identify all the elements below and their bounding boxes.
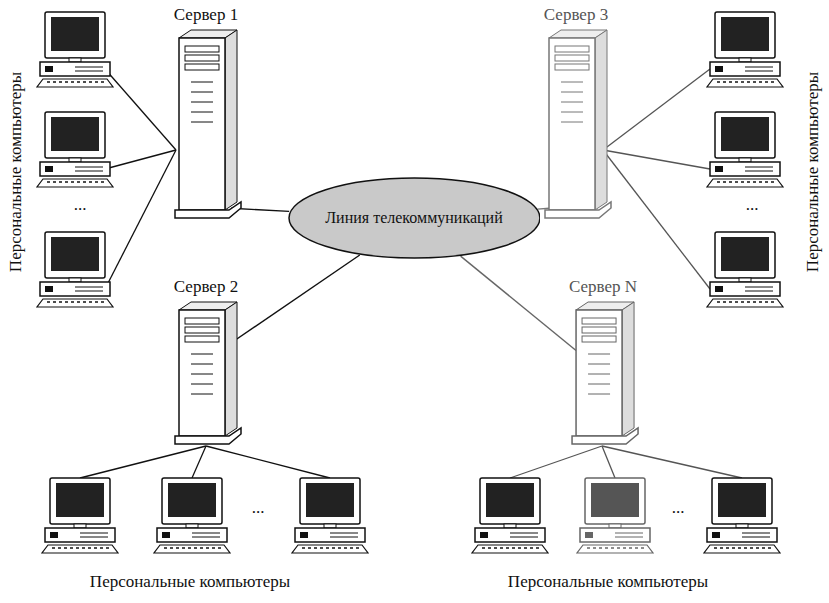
network-ellipse: Линия телекоммуникаций [288, 177, 541, 259]
personal-computer [37, 112, 113, 187]
personal-computer [704, 478, 780, 553]
group-label: Персональные компьютеры [804, 72, 823, 272]
server-label: Сервер 1 [170, 4, 242, 26]
personal-computer [472, 478, 548, 553]
ellipsis-mark: ... [74, 196, 87, 215]
network-wire [206, 446, 330, 478]
network-wire [603, 150, 710, 289]
network-link [231, 255, 360, 343]
node-text: Линия телекоммуникаций [315, 209, 512, 227]
server-node: Сервер N [566, 276, 640, 448]
ellipsis-mark: ... [252, 499, 265, 518]
network-wire [602, 446, 742, 478]
server-label: Сервер 2 [170, 276, 242, 298]
network-wire [603, 69, 710, 150]
server-tower [170, 26, 242, 222]
network-link [461, 256, 576, 350]
personal-computer [154, 478, 230, 553]
network-wire [80, 446, 206, 478]
server-node: Сервер 3 [540, 4, 612, 222]
network-wire [192, 446, 206, 478]
server-tower [170, 298, 242, 448]
personal-computer [577, 478, 653, 553]
server-label: Сервер N [566, 276, 640, 298]
network-wire [510, 446, 602, 478]
ellipsis-mark: ... [746, 196, 759, 215]
group-label: Персональные компьютеры [90, 573, 290, 592]
personal-computer [37, 12, 113, 87]
personal-computer [707, 232, 783, 307]
personal-computer [37, 232, 113, 307]
personal-computer [292, 478, 368, 553]
network-wire [105, 150, 176, 169]
server-node: Сервер 2 [170, 276, 242, 448]
group-label: Персональные компьютеры [508, 573, 708, 592]
server-label: Сервер 3 [540, 4, 612, 26]
personal-computer [42, 478, 118, 553]
network-wire [602, 446, 615, 478]
network-wire [603, 150, 710, 169]
personal-computer [707, 112, 783, 187]
personal-computer [707, 12, 783, 87]
server-tower [566, 298, 640, 448]
network-wire [105, 150, 176, 289]
ellipsis-mark: ... [672, 499, 685, 518]
group-label: Персональные компьютеры [7, 72, 26, 272]
server-tower [540, 26, 612, 222]
server-node: Сервер 1 [170, 4, 242, 222]
network-wire [105, 69, 176, 150]
